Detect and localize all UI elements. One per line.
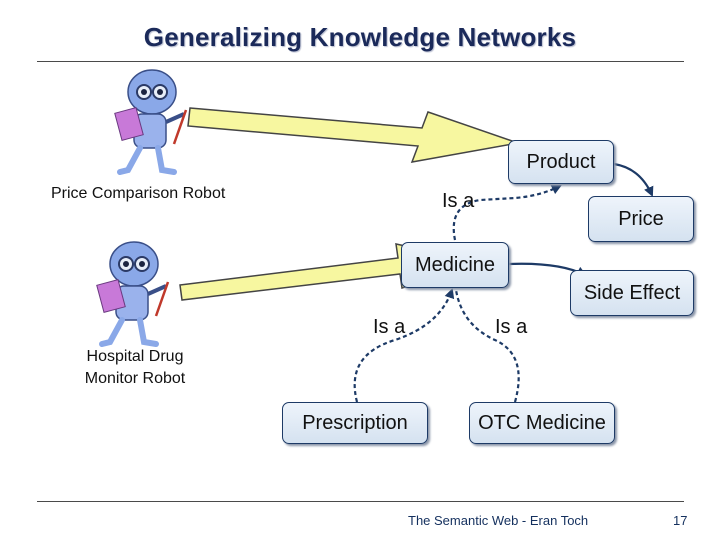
- hospital-label-line-1: Hospital Drug: [86, 348, 184, 365]
- big-arrow-top: [187, 107, 521, 163]
- price-comparison-robot-icon: [114, 69, 188, 175]
- isa-label-top: Is a: [442, 190, 475, 212]
- slide-title: Generalizing Knowledge Networks: [143, 22, 577, 52]
- node-price: Price: [588, 196, 694, 242]
- top-divider: [37, 61, 684, 62]
- bottom-divider: [37, 501, 684, 502]
- isa-label-right: Is a: [495, 316, 528, 338]
- hospital-label-line-2: Monitor Robot: [84, 370, 186, 387]
- node-otc-medicine: OTC Medicine: [469, 402, 615, 444]
- prescription-isa-medicine-line: [353, 288, 455, 403]
- footer-text: The Semantic Web - Eran Toch: [408, 513, 589, 528]
- hospital-drug-monitor-robot-label: Hospital Drug Monitor Robot: [72, 346, 198, 390]
- product-to-price-arrow: [613, 162, 654, 197]
- node-prescription: Prescription: [282, 402, 428, 444]
- node-product: Product: [508, 140, 614, 184]
- hospital-drug-monitor-robot-icon: [96, 241, 170, 347]
- otc-isa-medicine-line: [454, 289, 520, 403]
- node-side-effect: Side Effect: [570, 270, 694, 316]
- page-number: 17: [673, 513, 688, 528]
- price-comparison-robot-label: Price Comparison Robot: [51, 185, 226, 202]
- node-medicine: Medicine: [401, 242, 509, 288]
- isa-label-left: Is a: [373, 316, 406, 338]
- medicine-isa-product-line: [452, 185, 562, 241]
